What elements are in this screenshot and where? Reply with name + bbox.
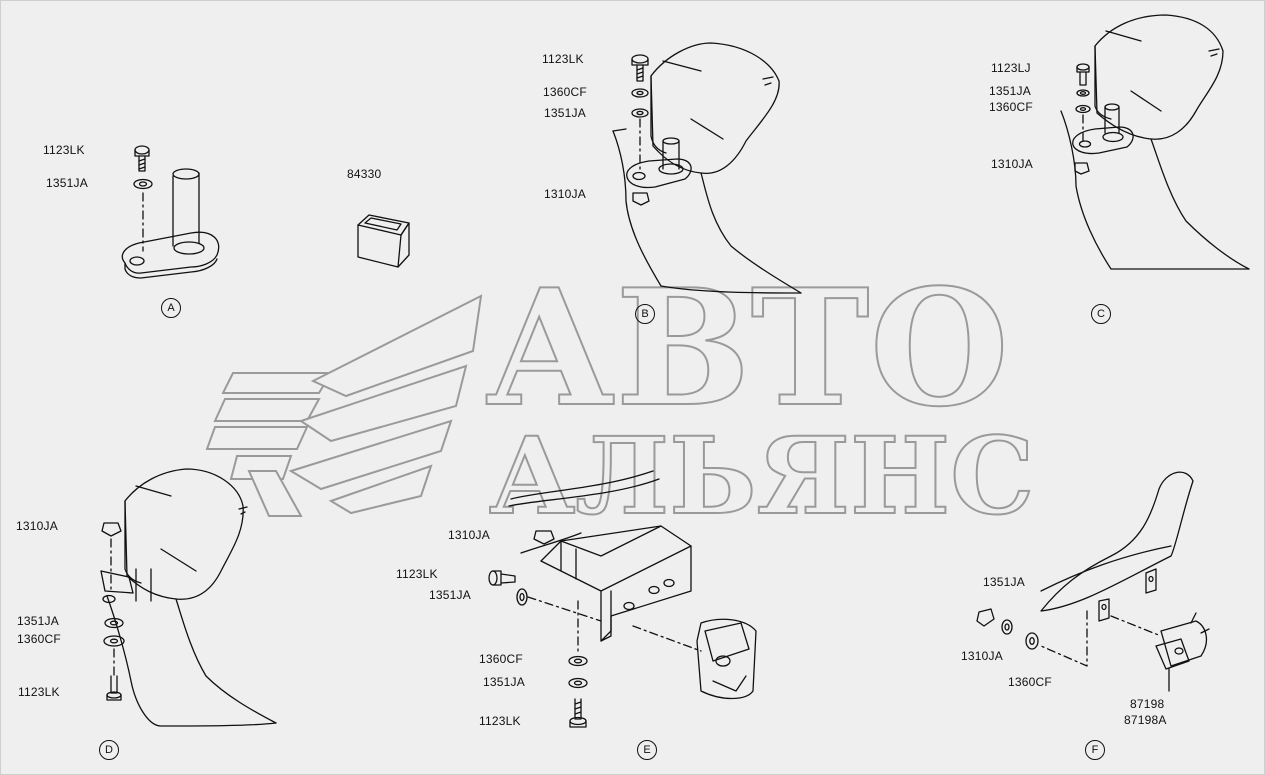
part-label: 1123LK [43, 143, 85, 157]
part-label: 87198A [1124, 713, 1167, 727]
watermark-text-line2: АЛЬЯНС [488, 413, 1036, 538]
section-f-drawing [976, 471, 1210, 692]
section-d-drawing [100, 468, 277, 727]
part-label: 1310JA [544, 187, 586, 201]
watermark-text-line1: АВТО [484, 254, 1010, 442]
section-a-drawing [121, 145, 220, 279]
part-label: 1351JA [429, 588, 471, 602]
part-label: 1351JA [989, 84, 1031, 98]
part-label: 1351JA [17, 614, 59, 628]
part-label: 84330 [347, 167, 382, 181]
part-label: 1123LK [18, 685, 60, 699]
part-label: 1360CF [543, 85, 587, 99]
part-label: 1351JA [983, 575, 1025, 589]
section-a-marker: A [161, 298, 181, 318]
part-84330-drawing [357, 214, 410, 268]
part-label: 1310JA [448, 528, 490, 542]
part-label: 1360CF [989, 100, 1033, 114]
part-label: 1351JA [544, 106, 586, 120]
section-e-marker: E [637, 740, 657, 760]
section-d-marker: D [99, 740, 119, 760]
part-label: 1123LK [396, 567, 438, 581]
part-label: 1360CF [17, 632, 61, 646]
part-label: 1360CF [479, 652, 523, 666]
section-c-marker: C [1091, 304, 1111, 324]
section-b-marker: B [635, 304, 655, 324]
part-label: 1123LJ [991, 61, 1031, 75]
part-label: 1360CF [1008, 675, 1052, 689]
section-f-marker: F [1085, 740, 1105, 760]
part-label: 1310JA [16, 519, 58, 533]
section-c-drawing [1060, 14, 1250, 270]
part-label: 87198 [1130, 697, 1165, 711]
section-e-drawing [488, 470, 757, 728]
section-b-drawing [612, 42, 802, 294]
part-label: 1123LK [542, 52, 584, 66]
part-label: 1123LK [479, 714, 521, 728]
part-label: 1351JA [483, 675, 525, 689]
part-label: 1351JA [46, 176, 88, 190]
part-label: 1310JA [991, 157, 1033, 171]
part-label: 1310JA [961, 649, 1003, 663]
